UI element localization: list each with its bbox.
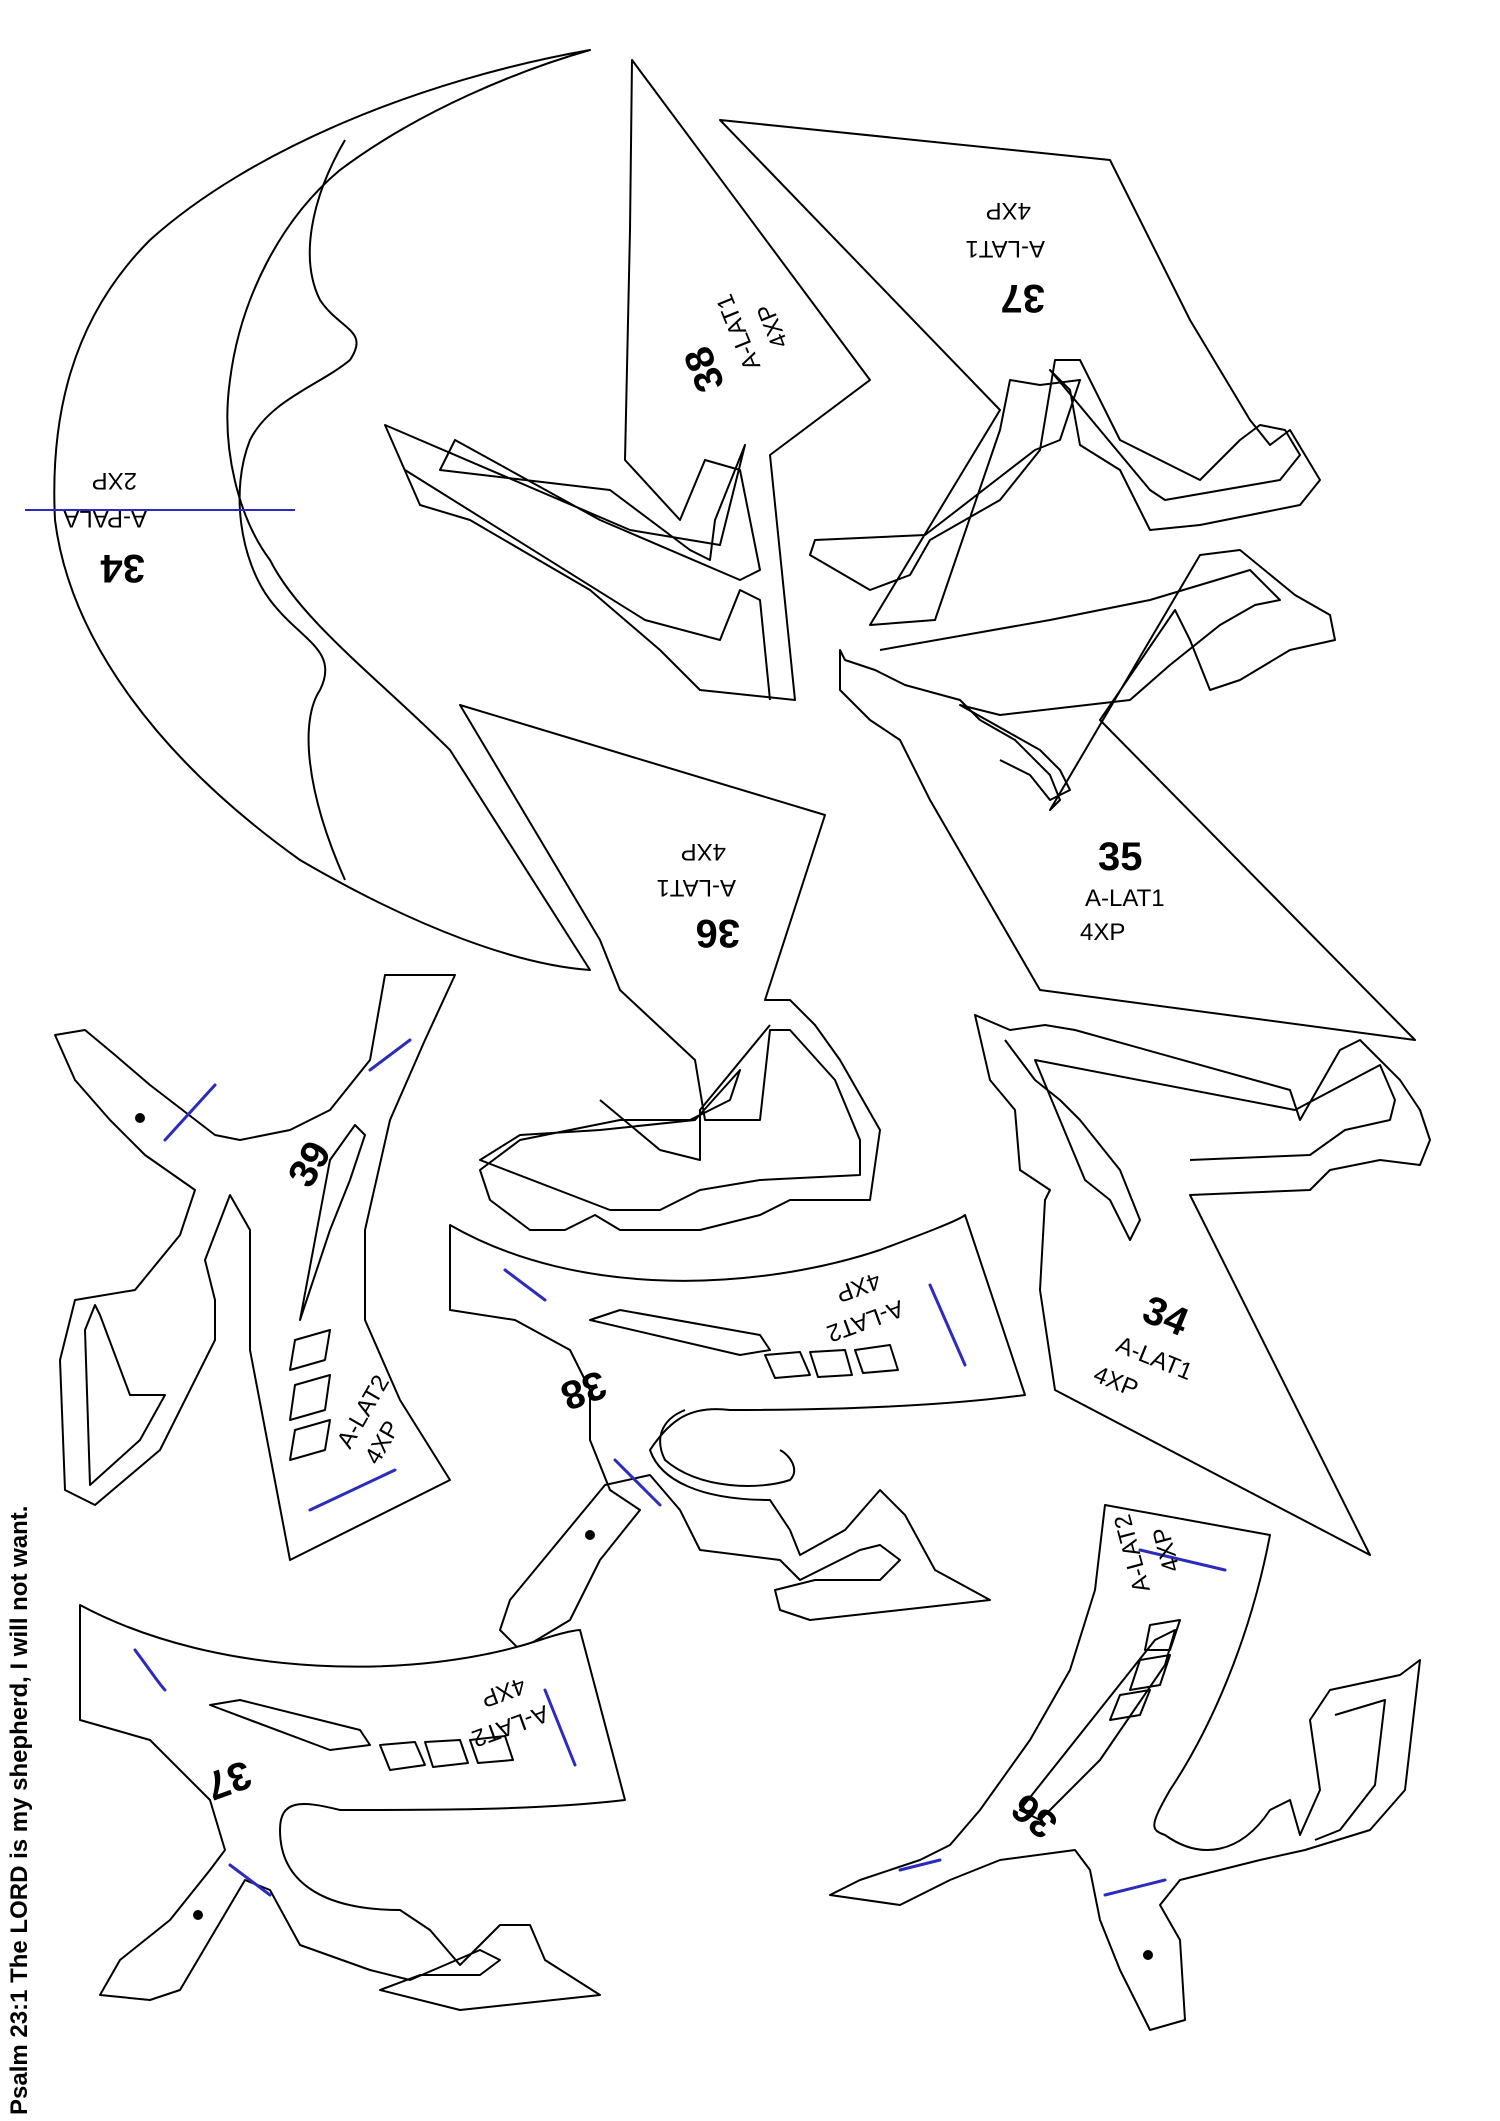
fold-line bbox=[228, 1863, 272, 1897]
fold-line bbox=[898, 1858, 942, 1872]
part-code: A-LAT1 bbox=[656, 874, 736, 901]
part-34-a-lat1: 34 A-LAT1 4XP bbox=[974, 1014, 1431, 1556]
part-38-a-lat1: 38 A-LAT1 4XP bbox=[384, 59, 871, 701]
fold-line bbox=[503, 1268, 547, 1302]
fold-line bbox=[928, 1283, 967, 1367]
part-quantity: 2XP bbox=[92, 467, 137, 494]
part-number: 35 bbox=[1098, 835, 1143, 879]
part-number: 37 bbox=[1001, 276, 1046, 320]
part-number: 34 bbox=[100, 546, 145, 590]
rivet-hole bbox=[135, 1113, 145, 1123]
part-37-a-lat1: 37 A-LAT1 4XP bbox=[719, 119, 1321, 626]
rivet-hole bbox=[193, 1910, 203, 1920]
part-39-a-lat2: 39 A-LAT2 4XP bbox=[54, 974, 456, 1561]
fold-line bbox=[308, 1468, 397, 1512]
rivet-hole bbox=[585, 1530, 595, 1540]
part-code: A-LAT1 bbox=[965, 235, 1045, 262]
fold-line bbox=[613, 1458, 662, 1507]
part-34-a-pala: 34 A-PALA 2XP bbox=[25, 49, 591, 971]
fold-line bbox=[543, 1688, 577, 1767]
psalm-caption: Psalm 23:1 The LORD is my shepherd, I wi… bbox=[6, 1505, 33, 2115]
part-38-a-lat2: 38 A-LAT2 4XP bbox=[449, 1214, 1026, 1651]
part-quantity: 4XP bbox=[1080, 919, 1125, 946]
fold-line bbox=[1103, 1878, 1167, 1897]
fold-line bbox=[1138, 1548, 1227, 1572]
fold-line bbox=[133, 1648, 167, 1692]
part-code: A-LAT1 bbox=[1085, 885, 1165, 912]
part-36-a-lat2: 36 A-LAT2 4XP bbox=[829, 1504, 1421, 2031]
part-35-a-lat1: 35 A-LAT1 4XP bbox=[839, 549, 1416, 1041]
part-36-a-lat1: 36 A-LAT1 4XP bbox=[459, 704, 881, 1231]
part-number: 36 bbox=[696, 911, 741, 955]
part-code: A-PALA bbox=[63, 505, 147, 532]
part-37-a-lat2: 37 A-LAT2 4XP bbox=[79, 1604, 626, 2011]
fold-line bbox=[368, 1038, 412, 1072]
rivet-hole bbox=[1143, 1950, 1153, 1960]
fold-line bbox=[163, 1083, 217, 1142]
part-quantity: 4XP bbox=[681, 838, 726, 865]
part-quantity: 4XP bbox=[986, 197, 1031, 224]
